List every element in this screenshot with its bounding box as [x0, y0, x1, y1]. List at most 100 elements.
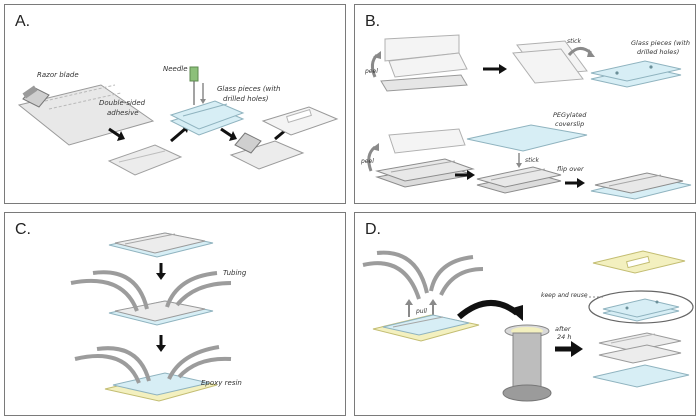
flow-cell-tape: [114, 300, 206, 322]
tubing: [96, 346, 151, 382]
tubing: [167, 345, 220, 380]
needle-hub: [189, 66, 199, 82]
cut-line: [48, 92, 122, 110]
tubing: [177, 356, 232, 379]
tape-sheet: [512, 48, 584, 84]
after-caption-line1: after: [555, 325, 572, 333]
panel-c-illustration: Tubing Epoxy resin: [70, 232, 247, 402]
peg-caption-line1: PEGylated: [553, 111, 587, 119]
panel-b-label: B.: [365, 13, 381, 30]
cut-line: [44, 84, 116, 102]
drilled-hole: [655, 300, 659, 304]
step-arrow: [108, 127, 122, 139]
panel-d-illustration: pull after 24 h keep and reuse: [362, 250, 694, 402]
epoxy-caption: Epoxy resin: [201, 379, 242, 387]
arrowhead: [587, 49, 595, 57]
tubing: [362, 261, 421, 300]
panel-a-label: A.: [15, 13, 31, 30]
tubing: [376, 250, 429, 294]
tubing: [74, 354, 141, 384]
arrowhead: [509, 305, 523, 321]
arrowhead: [405, 299, 413, 305]
stick-caption-bottom: stick: [525, 157, 539, 164]
tubing: [70, 278, 139, 312]
arrowhead: [117, 131, 125, 141]
step-arrow: [220, 127, 234, 139]
adhesive-caption-line2: adhesive: [107, 109, 139, 117]
arrowhead: [429, 299, 437, 305]
used-coverslip: [592, 364, 690, 388]
glass-piece: [590, 60, 682, 82]
flip-caption: flip over: [557, 165, 585, 173]
liner-sheet: [388, 128, 466, 154]
used-tape: [598, 344, 682, 364]
panel-c-label: C.: [15, 221, 31, 238]
tubing: [92, 270, 149, 310]
panel-c: C. Tubing Epoxy resin: [4, 212, 346, 416]
panel-b-illustration: peel stick Glass pieces (with drilled ho…: [360, 34, 692, 200]
stick-caption-top: stick: [567, 38, 581, 45]
epoxy-cutout: [625, 255, 651, 269]
pegylated-coverslip: [466, 124, 588, 152]
glass-piece: [476, 166, 562, 188]
panel-b: B. peel stick Glass pieces (with drilled…: [354, 4, 696, 204]
arrowhead: [516, 163, 522, 168]
tubing: [429, 255, 474, 292]
glass-piece: [169, 100, 245, 130]
glass-channel: [392, 316, 444, 328]
drilled-hole: [625, 306, 629, 310]
glass-piece: [602, 298, 680, 318]
glass-channel: [490, 168, 546, 181]
flow-cell-tape: [114, 232, 206, 254]
glass-channel: [124, 233, 176, 245]
arrowhead: [156, 345, 166, 352]
finished-glass: [261, 106, 339, 136]
glass-channel: [390, 160, 456, 173]
razor-blade-caption: Razor blade: [37, 71, 79, 79]
arrowhead: [499, 64, 507, 74]
process-arrow: [457, 299, 519, 320]
glass-caption-b-line2: drilled holes): [637, 48, 679, 56]
tubing-caption: Tubing: [223, 269, 247, 277]
panel-a-illustration: Razor blade Double-sided adhesive Needle…: [17, 65, 339, 176]
peel-caption-bottom: peel: [360, 158, 374, 165]
arrowhead: [156, 273, 166, 280]
liner-sheet: [388, 52, 468, 78]
after-caption-line2: 24 h: [557, 333, 571, 341]
tape-channel: [610, 333, 656, 344]
reuse-highlight: [588, 290, 694, 324]
glass-caption-line1: Glass pieces (with: [217, 85, 280, 93]
arrowhead: [571, 341, 583, 357]
glass-piece: [375, 158, 475, 182]
panel-d: D. pull after 24 h keep and reuse: [354, 212, 696, 416]
razor-blade-back: [22, 85, 38, 99]
glass-channel: [182, 103, 228, 117]
drilled-hole: [649, 65, 653, 69]
beaker-base: [502, 384, 552, 402]
cut-tape: [107, 144, 183, 176]
drilled-hole: [615, 71, 619, 75]
adhesive-caption-line1: Double-sided: [99, 99, 146, 107]
panel-d-label: D.: [365, 221, 381, 238]
tubing: [175, 281, 232, 307]
arrowhead: [373, 51, 381, 59]
beaker-body: [512, 332, 542, 388]
panel-a: A. Razor blade Double-sided adhesive Nee…: [4, 4, 346, 204]
glass-channel: [608, 174, 662, 187]
pull-caption: pull: [415, 308, 427, 315]
tape-channel: [118, 150, 166, 163]
needle-caption: Needle: [163, 65, 188, 73]
arrowhead: [229, 131, 237, 141]
glass-piece: [229, 140, 305, 170]
channel-window: [286, 108, 312, 124]
tape-strip: [380, 74, 468, 92]
razor-blade: [234, 132, 262, 154]
arrowhead: [577, 178, 585, 188]
used-tape: [598, 332, 682, 352]
arrowhead: [467, 170, 475, 180]
flow-cell: [382, 314, 470, 336]
step-arrow: [170, 127, 186, 143]
flipped-assembly: [594, 172, 684, 194]
peg-caption-line2: coverslip: [555, 120, 584, 128]
glass-caption-line2: drilled holes): [223, 95, 269, 103]
